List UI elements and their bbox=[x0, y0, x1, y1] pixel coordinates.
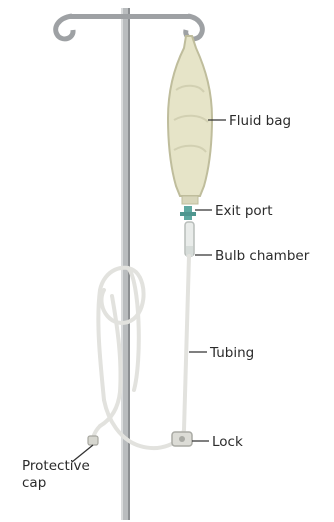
label-tubing: Tubing bbox=[209, 345, 254, 361]
fluid-bag-icon bbox=[168, 36, 212, 204]
label-lock: Lock bbox=[212, 434, 243, 450]
exit-port-icon bbox=[180, 206, 196, 220]
label-fluid-bag: Fluid bag bbox=[229, 113, 291, 129]
tubing bbox=[93, 256, 189, 448]
label-bulb-chamber: Bulb chamber bbox=[215, 248, 310, 264]
protective-cap-icon bbox=[88, 436, 98, 445]
drip-chamber-icon bbox=[185, 222, 194, 256]
label-protective-cap-line2: cap bbox=[22, 475, 46, 491]
roller-clamp-icon bbox=[172, 432, 192, 446]
label-exit-port: Exit port bbox=[215, 203, 273, 219]
label-protective-cap-line1: Protective bbox=[22, 458, 90, 474]
